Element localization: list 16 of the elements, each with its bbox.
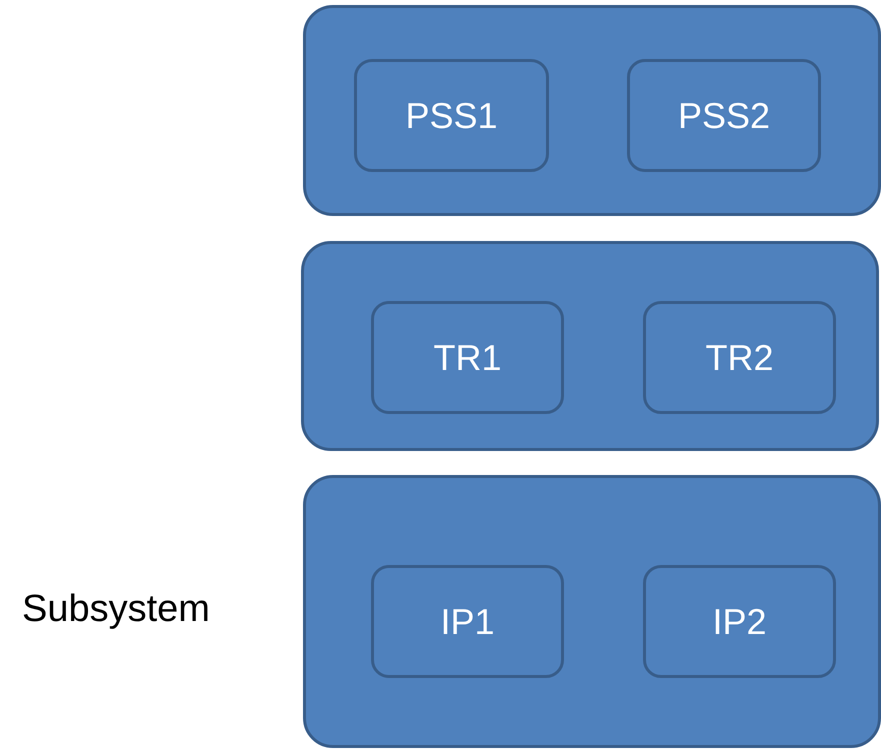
layer-label: Subsystem bbox=[22, 588, 210, 631]
component-label: IP1 bbox=[440, 600, 495, 642]
component-box bbox=[371, 301, 564, 414]
component-label: TR1 bbox=[433, 336, 502, 378]
group-panel bbox=[303, 475, 881, 748]
component-label: PSS1 bbox=[405, 94, 498, 136]
component-label: IP2 bbox=[712, 600, 767, 642]
group-panel bbox=[303, 5, 881, 216]
component-box bbox=[643, 301, 836, 414]
component-label: TR2 bbox=[705, 336, 774, 378]
component-box bbox=[627, 59, 821, 172]
component-box bbox=[354, 59, 549, 172]
component-box bbox=[371, 565, 564, 678]
component-label: PSS2 bbox=[678, 94, 770, 136]
group-panel bbox=[301, 241, 879, 451]
component-box bbox=[643, 565, 836, 678]
